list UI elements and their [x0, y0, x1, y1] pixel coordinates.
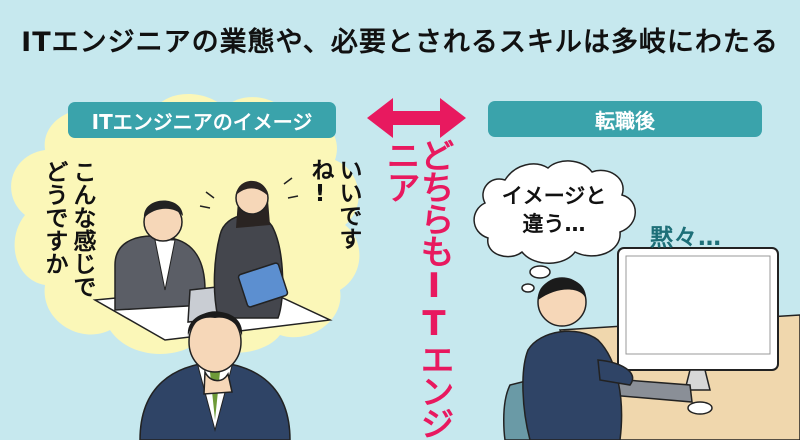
thought-line-1: イメージと	[501, 184, 607, 208]
speech-sounds-good: いいですね!	[307, 158, 361, 250]
seated-man-figure	[114, 200, 206, 311]
thought-line-2: 違う…	[522, 212, 586, 236]
thought-text: イメージと 違う…	[490, 182, 618, 238]
speech-how-about-this: こんな感じでどうですか	[41, 160, 95, 298]
woman-figure	[199, 177, 299, 319]
monitor-icon	[617, 247, 779, 391]
page-title: ITエンジニアの業態や、必要とされるスキルは多岐にわたる	[21, 27, 779, 58]
double-arrow-icon	[367, 98, 466, 138]
thought-bubble-icon	[473, 160, 636, 293]
image-label-pill: ITエンジニアのイメージ	[68, 102, 336, 138]
both-are-it-engineers-text: どちらもITエンジニア	[380, 138, 454, 438]
thinking-man-figure	[139, 311, 291, 440]
worker-man-figure	[522, 277, 634, 440]
after-job-change-label-pill: 転職後	[488, 101, 762, 137]
silent-work-text: 黙々…	[650, 225, 722, 251]
